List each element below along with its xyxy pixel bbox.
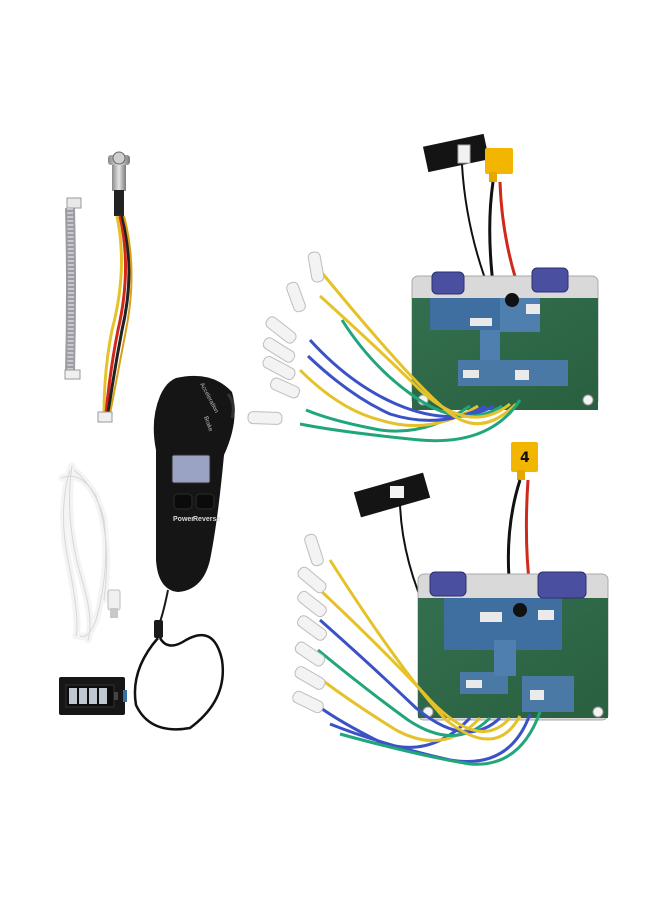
- controller-board-upper: [247, 133, 599, 443]
- reverse-button[interactable]: [195, 493, 215, 510]
- power-label: Power: [173, 516, 194, 523]
- reverse-label: Reverse: [193, 516, 220, 523]
- brake-label: Brake: [202, 416, 213, 433]
- connector-label: 4: [520, 450, 530, 466]
- power-button[interactable]: [173, 493, 193, 510]
- remote-screen: [171, 454, 211, 484]
- controller-board-lower: 4: [292, 442, 609, 766]
- battery-indicator: [59, 677, 127, 715]
- usb-cable: [58, 462, 121, 644]
- xt60-connector: [511, 442, 538, 472]
- handheld-remote: Power Reverse Acceleration Brake: [133, 375, 235, 731]
- ribbon-cable: [64, 197, 82, 380]
- power-switch: [97, 151, 133, 423]
